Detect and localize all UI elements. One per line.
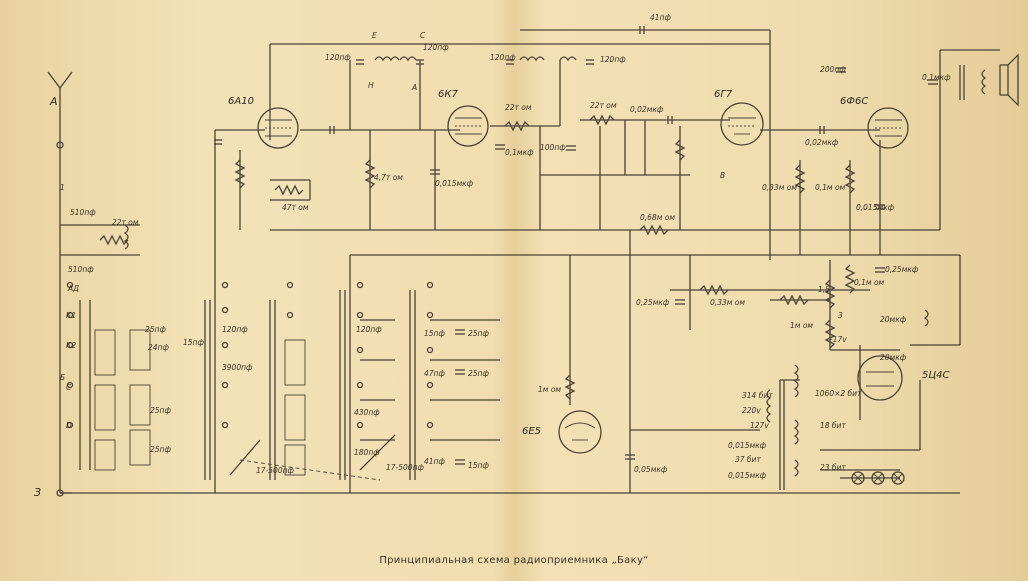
cap-label: 15пф — [183, 338, 204, 347]
winding-label: 1060×2 бит — [815, 389, 862, 398]
cap-label: 41пф — [650, 13, 671, 22]
band-label: АД — [67, 284, 79, 293]
cap-label: 120пф — [325, 53, 351, 62]
schematic-caption: Принципиальная схема радиоприемника „Бак… — [379, 555, 649, 566]
cap-label: 510пф — [70, 208, 96, 217]
node-label: Е — [372, 31, 377, 40]
band-label: К1 — [66, 311, 76, 320]
tube-label-6f6s: 6Ф6С — [840, 96, 868, 107]
cap-label: 41пф — [424, 457, 445, 466]
winding-label: 37 бит — [735, 455, 761, 464]
cap-label: 15пф — [468, 461, 489, 470]
cap-label: 25пф — [468, 369, 489, 378]
tube-6a10 — [257, 107, 299, 149]
resistor-label: 1м ом — [790, 321, 813, 330]
pilot-lamps — [851, 471, 905, 485]
tube-label-6a10: 6А10 — [228, 96, 254, 107]
resistor-label: 22т ом — [590, 101, 617, 110]
cap-label: 0,015мкф — [728, 471, 767, 480]
tube-label-6k7: 6К7 — [438, 89, 458, 100]
cap-label: 15пф — [424, 329, 445, 338]
cap-label: 25пф — [150, 406, 171, 415]
resistors — [99, 114, 856, 400]
cap-label: 3900пф — [222, 363, 253, 372]
cap-label: 47пф — [424, 369, 445, 378]
resistor-label: 0,1м ом — [815, 183, 846, 192]
cap-label: 200пф — [820, 65, 846, 74]
cap-label: 430пф — [354, 408, 380, 417]
band-label: К2 — [66, 341, 76, 350]
cap-label: 22т ом — [505, 103, 532, 112]
cap-label: 120пф — [423, 43, 449, 52]
tube-6k7 — [447, 105, 489, 147]
node-label: 3 — [838, 311, 843, 320]
winding-label: 127v — [750, 421, 769, 430]
cap-label: 20мкф — [880, 353, 907, 362]
cap-label: 0,02мкф — [630, 105, 664, 114]
cap-label: 100пф — [540, 143, 566, 152]
node-label: Б — [60, 373, 65, 382]
resistor-label: 1,5 — [818, 285, 830, 294]
tube-label-6e5: 6Е5 — [522, 426, 541, 437]
band-label: D — [66, 421, 72, 430]
cap-label: 120пф — [222, 325, 248, 334]
tube-6g7 — [720, 102, 764, 146]
resistor-label: 0,1м ом — [854, 278, 885, 287]
cap-label: 0,02мкф — [805, 138, 839, 147]
band-label: С — [66, 383, 72, 392]
node-label: -17v — [830, 335, 847, 344]
cap-label: 120пф — [600, 55, 626, 64]
cap-label: 0,25мкф — [636, 298, 670, 307]
capacitors — [214, 26, 938, 465]
cap-label: 510пф — [68, 265, 94, 274]
node-label: А — [411, 83, 417, 92]
band-switch — [66, 281, 500, 481]
variable-cap-label: 17-500пф — [386, 463, 424, 472]
winding-label: 18 бит — [820, 421, 846, 430]
node-label: С — [420, 31, 426, 40]
cap-label: 0,1мкф — [922, 73, 951, 82]
cap-label: 0,05мкф — [634, 465, 668, 474]
node-label: Н — [368, 81, 374, 90]
antenna-symbol — [47, 71, 73, 497]
resistor-label: 1м ом — [538, 385, 561, 394]
tube-5c4s — [857, 355, 903, 401]
cap-label: 0,015мкф — [435, 179, 474, 188]
cap-label: 25пф — [468, 329, 489, 338]
winding-label: 220v — [742, 406, 761, 415]
node-label: В — [720, 171, 725, 180]
cap-label: 120пф — [490, 53, 516, 62]
node-label: 1 — [60, 183, 65, 192]
terminal-label-a: А — [49, 95, 58, 108]
resistor-label: 22т ом — [112, 218, 139, 227]
resistor-label: 4,7т ом — [374, 173, 403, 182]
tube-6f6s — [867, 107, 909, 149]
cap-label: 25пф — [150, 445, 171, 454]
cap-label: 25пф — [145, 325, 166, 334]
resistor-label: 0,33м ом — [710, 298, 745, 307]
cap-label: 0,015мкф — [728, 441, 767, 450]
cap-label: 0,25мкф — [885, 265, 919, 274]
coils — [123, 53, 1019, 490]
variable-cap-label: 17-500пф — [256, 466, 294, 475]
cap-label: 24пф — [148, 343, 169, 352]
cap-label: 20мкф — [880, 315, 907, 324]
resistor-label: 0,68м ом — [640, 213, 675, 222]
tube-label-5c4s: 5Ц4С — [922, 370, 949, 381]
terminal-label-ground: З — [34, 486, 41, 499]
resistor-label: 47т ом — [282, 203, 309, 212]
winding-label: 23 бит — [820, 463, 846, 472]
cap-label: 180пф — [354, 448, 380, 457]
cap-label: 0,1мкф — [505, 148, 534, 157]
cap-label: 0,015мкф — [856, 203, 895, 212]
cap-label: 120пф — [356, 325, 382, 334]
tube-6e5 — [558, 410, 602, 454]
resistor-label: 0,33м ом — [762, 183, 797, 192]
tube-label-6g7: 6Г7 — [714, 89, 733, 100]
winding-label: 314 бит — [742, 391, 773, 400]
